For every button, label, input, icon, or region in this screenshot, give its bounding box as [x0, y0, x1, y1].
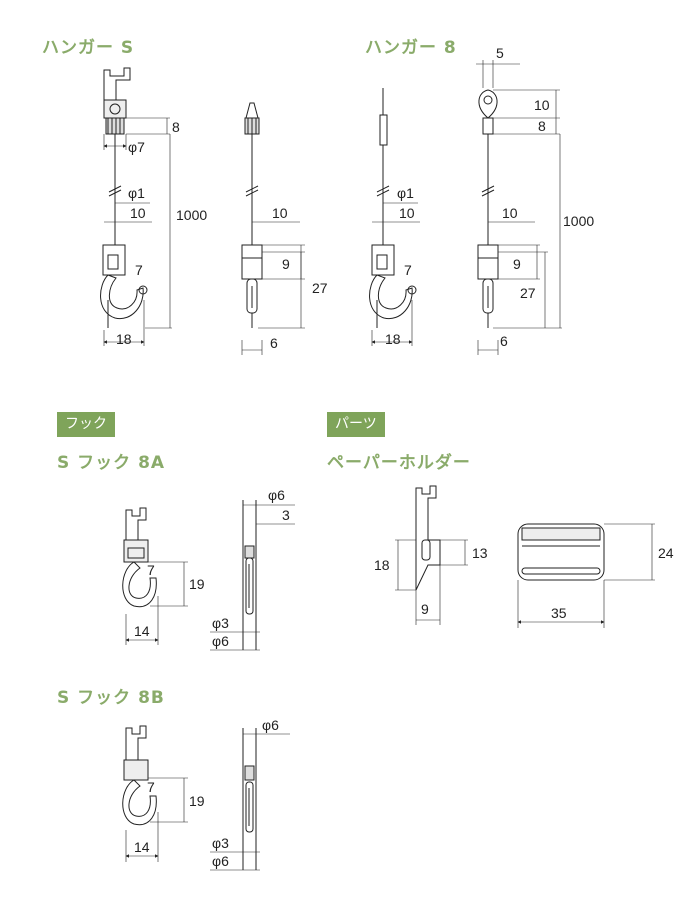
- dim-label: 1000: [176, 207, 207, 223]
- dim-label: 7: [135, 262, 143, 278]
- hook-tag: フック: [57, 412, 115, 437]
- dim-label: 8: [172, 119, 180, 135]
- dim-label: 7: [404, 262, 412, 278]
- dim-label: 18: [116, 331, 132, 347]
- dim-label: 10: [534, 97, 550, 113]
- dim-label: 6: [500, 333, 508, 349]
- parts-tag: パーツ: [327, 412, 385, 437]
- dim-label: 10: [272, 205, 288, 221]
- dim-label: 27: [312, 280, 328, 296]
- s-hook-8a-title: S フック 8A: [57, 453, 166, 473]
- dim-label: 24: [658, 545, 674, 561]
- dim-label: 18: [374, 557, 390, 573]
- paper-holder-front-drawing: [517, 523, 655, 628]
- dim-label: 7: [147, 562, 155, 578]
- dim-label: φ3: [212, 835, 229, 851]
- dim-label: 7: [147, 779, 155, 795]
- dim-label: φ6: [262, 717, 279, 733]
- dim-label: 5: [496, 45, 504, 61]
- dim-label: 35: [551, 605, 567, 621]
- dim-label: 10: [130, 205, 146, 221]
- dim-label: 14: [134, 839, 150, 855]
- s-hook-8a-side-drawing: [210, 500, 295, 651]
- dim-label: 18: [385, 331, 401, 347]
- dim-label: φ6: [212, 633, 229, 649]
- dim-label: φ1: [128, 185, 145, 201]
- dim-label: 9: [513, 256, 521, 272]
- s-hook-8b-front-drawing: [122, 725, 188, 862]
- dim-label: 9: [421, 601, 429, 617]
- s-hook-8b-title: S フック 8B: [57, 688, 165, 708]
- dim-label: φ3: [212, 615, 229, 631]
- dim-label: 6: [270, 335, 278, 351]
- dim-label: 19: [189, 793, 205, 809]
- dim-label: 3: [282, 507, 290, 523]
- hanger-8-front-drawing: [369, 88, 420, 346]
- paper-holder-side-drawing: [395, 485, 468, 625]
- dim-label: 13: [472, 545, 488, 561]
- dim-label: 9: [282, 256, 290, 272]
- s-hook-8b-side-drawing: [210, 728, 290, 871]
- hanger-s-title: ハンガー S: [42, 38, 135, 58]
- dim-label: φ6: [212, 853, 229, 869]
- dim-label: 10: [399, 205, 415, 221]
- s-hook-8a-front-drawing: [122, 507, 188, 645]
- dim-label: 27: [520, 285, 536, 301]
- dim-label: φ1: [397, 185, 414, 201]
- dim-label: 8: [538, 118, 546, 134]
- dim-label: 1000: [563, 213, 594, 229]
- dim-label: 14: [134, 623, 150, 639]
- dim-label: φ7: [128, 139, 145, 155]
- hanger-8-title: ハンガー 8: [365, 38, 457, 58]
- dim-label: 10: [502, 205, 518, 221]
- paper-holder-title: ペーパーホルダー: [327, 453, 471, 473]
- dim-label: φ6: [268, 487, 285, 503]
- hanger-8-side-drawing: [476, 60, 562, 355]
- dim-label: 19: [189, 576, 205, 592]
- hanger-s-front-drawing: [100, 67, 172, 346]
- hanger-s-side-drawing: [241, 102, 305, 355]
